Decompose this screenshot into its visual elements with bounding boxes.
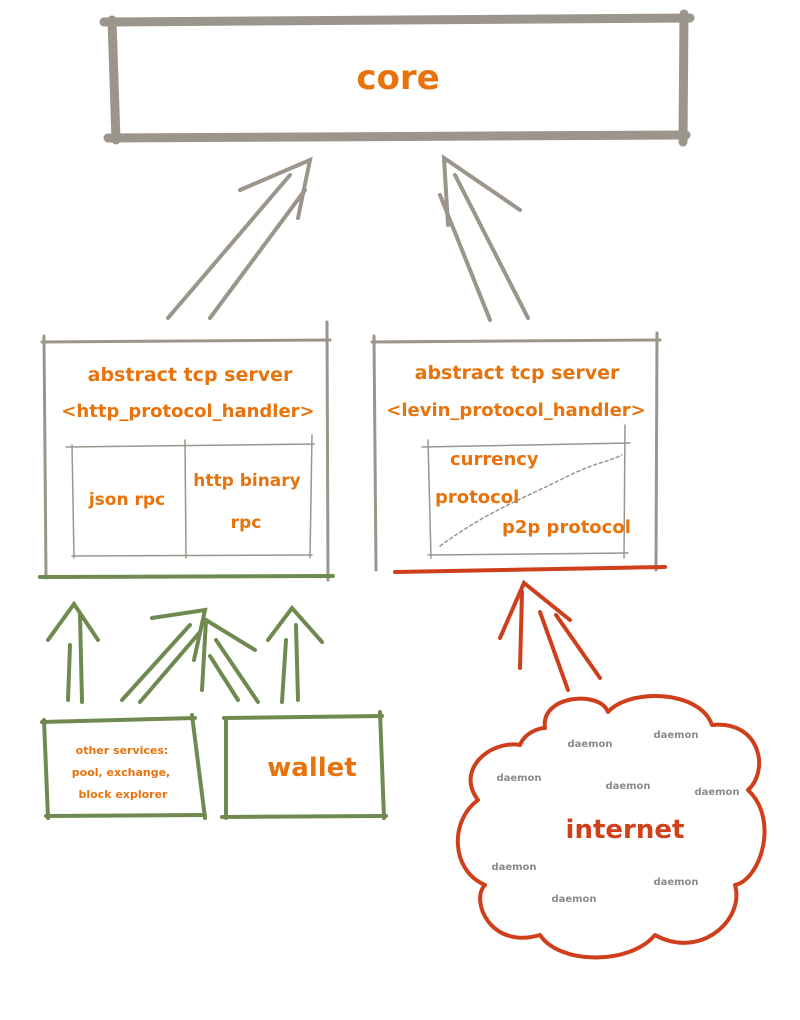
daemon-label: daemon bbox=[496, 773, 542, 784]
currency-label: currency bbox=[450, 449, 539, 470]
protocol-divider bbox=[439, 454, 623, 547]
protocol-label: protocol bbox=[435, 487, 520, 508]
http-binary-rpc-label-1: http binary bbox=[193, 471, 301, 491]
arrow-http-to-core bbox=[166, 156, 313, 320]
daemon-label: daemon bbox=[605, 781, 651, 792]
daemon-label: daemon bbox=[567, 739, 613, 750]
wallet-box bbox=[220, 710, 388, 820]
wallet-label: wallet bbox=[267, 753, 357, 783]
arrows-clients-to-http bbox=[46, 600, 324, 704]
other-services-line-1: other services: bbox=[75, 744, 169, 757]
core-box bbox=[99, 9, 695, 147]
other-services-line-2: pool, exchange, bbox=[71, 766, 171, 779]
arrow-internet-to-levin bbox=[498, 579, 602, 692]
http-protocol-handler: <http_protocol_handler> bbox=[61, 401, 315, 422]
core-label: core bbox=[356, 58, 440, 98]
http-server-title: abstract tcp server bbox=[87, 364, 293, 386]
daemon-label: daemon bbox=[491, 862, 537, 873]
levin-protocol-handler: <levin_protocol_handler> bbox=[386, 400, 646, 421]
daemon-label: daemon bbox=[653, 877, 699, 888]
http-server-box bbox=[38, 320, 335, 582]
json-rpc-label: json rpc bbox=[88, 490, 166, 510]
daemon-label: daemon bbox=[653, 730, 699, 741]
internet-label: internet bbox=[565, 815, 685, 845]
levin-server-title: abstract tcp server bbox=[414, 362, 620, 384]
arrow-levin-to-core bbox=[438, 154, 530, 322]
daemon-label: daemon bbox=[694, 787, 740, 798]
levin-server-box bbox=[370, 331, 667, 574]
other-services-box bbox=[40, 713, 207, 820]
daemon-label: daemon bbox=[551, 894, 597, 905]
internet-cloud bbox=[455, 694, 767, 960]
other-services-line-3: block explorer bbox=[78, 788, 168, 801]
p2p-protocol-label: p2p protocol bbox=[502, 517, 631, 538]
http-binary-rpc-label-2: rpc bbox=[230, 513, 262, 533]
